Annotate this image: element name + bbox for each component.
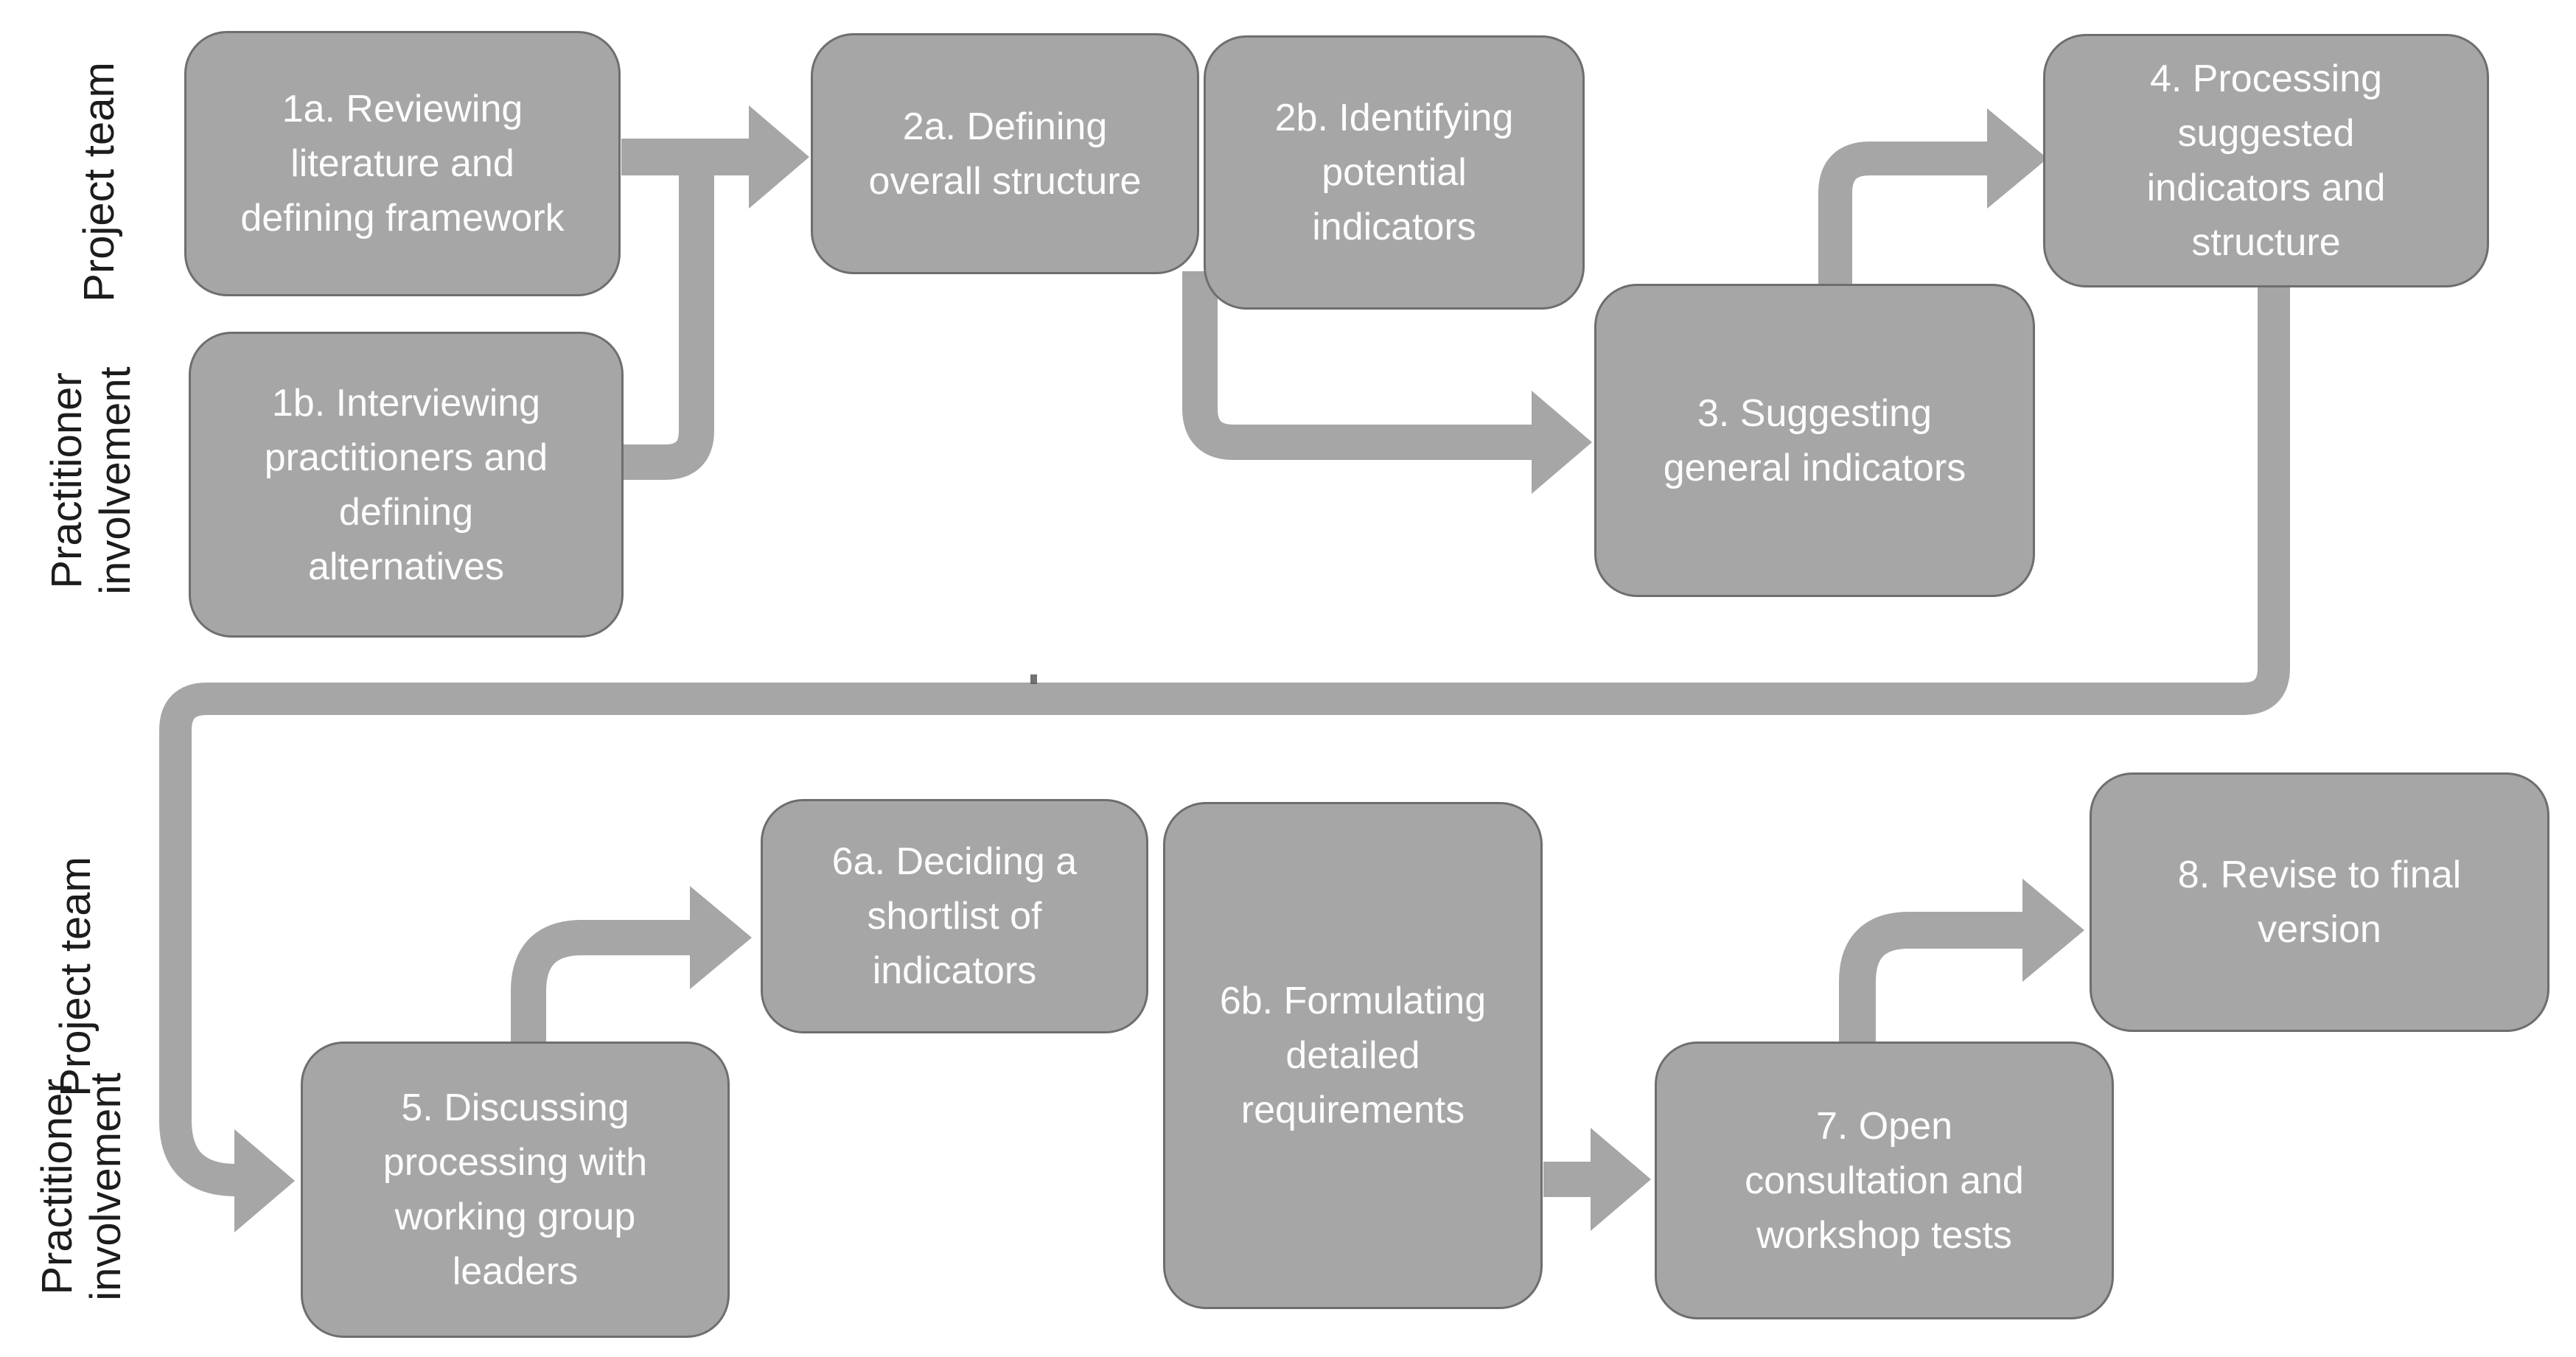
arrow-7-to-8-icon <box>1839 879 2084 1044</box>
arrow-4-to-5-long-connector-icon <box>159 286 2290 1232</box>
arrow-6b-to-7-icon <box>1543 1128 1651 1231</box>
connector-tick-mark <box>1030 674 1037 684</box>
step-box-5-label: 5. Discussing processing with working gr… <box>383 1086 648 1293</box>
step-box-4-processing-indicators: 4. Processing suggested indicators and s… <box>2043 34 2489 287</box>
step-box-6b-label: 6b. Formulating detailed requirements <box>1219 980 1487 1131</box>
step-box-1b-interviewing-practitioners: 1b. Interviewing practitioners and defin… <box>189 332 624 638</box>
step-box-8-revise-final: 8. Revise to final version <box>2090 772 2549 1032</box>
step-box-6a-label: 6a. Deciding a shortlist of indicators <box>831 840 1078 992</box>
arrow-2a-to-3-icon <box>1182 271 1592 494</box>
step-box-4-label: 4. Processing suggested indicators and s… <box>2146 57 2386 264</box>
step-box-2a-defining-structure: 2a. Defining overall structure <box>811 33 1199 274</box>
step-box-5-discussing-processing: 5. Discussing processing with working gr… <box>301 1042 730 1338</box>
step-box-7-open-consultation: 7. Open consultation and workshop tests <box>1655 1042 2114 1319</box>
step-box-3-label: 3. Suggesting general indicators <box>1663 391 1966 489</box>
step-box-7-label: 7. Open consultation and workshop tests <box>1745 1104 2024 1257</box>
step-box-6a-deciding-shortlist: 6a. Deciding a shortlist of indicators <box>761 799 1148 1033</box>
step-box-6b-formulating-requirements: 6b. Formulating detailed requirements <box>1163 802 1543 1309</box>
step-box-1b-label: 1b. Interviewing practitioners and defin… <box>264 381 548 588</box>
arrow-1a-1b-to-2a-icon <box>621 105 809 480</box>
step-box-1a-label: 1a. Reviewing literature and defining fr… <box>240 88 565 240</box>
step-box-2b-identifying-indicators: 2b. Identifying potential indicators <box>1204 35 1585 310</box>
step-box-2a-label: 2a. Defining overall structure <box>868 105 1142 203</box>
step-box-8-label: 8. Revise to final version <box>2177 854 2462 951</box>
step-box-2b-label: 2b. Identifying potential indicators <box>1274 97 1514 248</box>
lane-label-practitioner-involvement-top: Practitioner involvement <box>43 366 139 595</box>
step-box-3-suggesting-indicators: 3. Suggesting general indicators <box>1594 284 2035 597</box>
step-box-1a-reviewing-literature: 1a. Reviewing literature and defining fr… <box>184 31 621 296</box>
lane-label-practitioner-involvement-bottom: Practitioner involvement <box>33 1072 130 1301</box>
arrow-5-to-6a-icon <box>511 886 752 1044</box>
lane-label-project-team-top: Project team <box>75 62 123 302</box>
arrow-3-to-4-icon <box>1818 108 2048 287</box>
